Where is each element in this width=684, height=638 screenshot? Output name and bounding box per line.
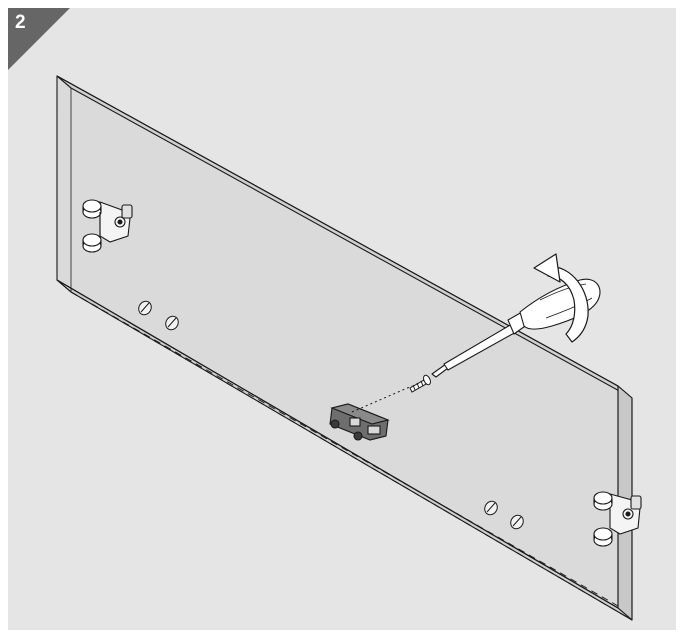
hinge-bracket-right (593, 491, 642, 547)
step-number: 2 (15, 12, 26, 33)
mounting-plate (329, 403, 390, 441)
alignment-guide-line (351, 385, 413, 413)
hinge-bracket-left (82, 199, 133, 253)
drill-hole (484, 500, 498, 516)
drill-hole (510, 514, 524, 530)
step-badge (8, 8, 70, 70)
glass-panel (56, 75, 633, 621)
rotation-arrow-icon (533, 253, 589, 343)
pre-drilled-holes (138, 300, 524, 530)
drill-hole (165, 315, 179, 331)
drill-hole (138, 300, 152, 316)
wood-screw (409, 374, 431, 393)
